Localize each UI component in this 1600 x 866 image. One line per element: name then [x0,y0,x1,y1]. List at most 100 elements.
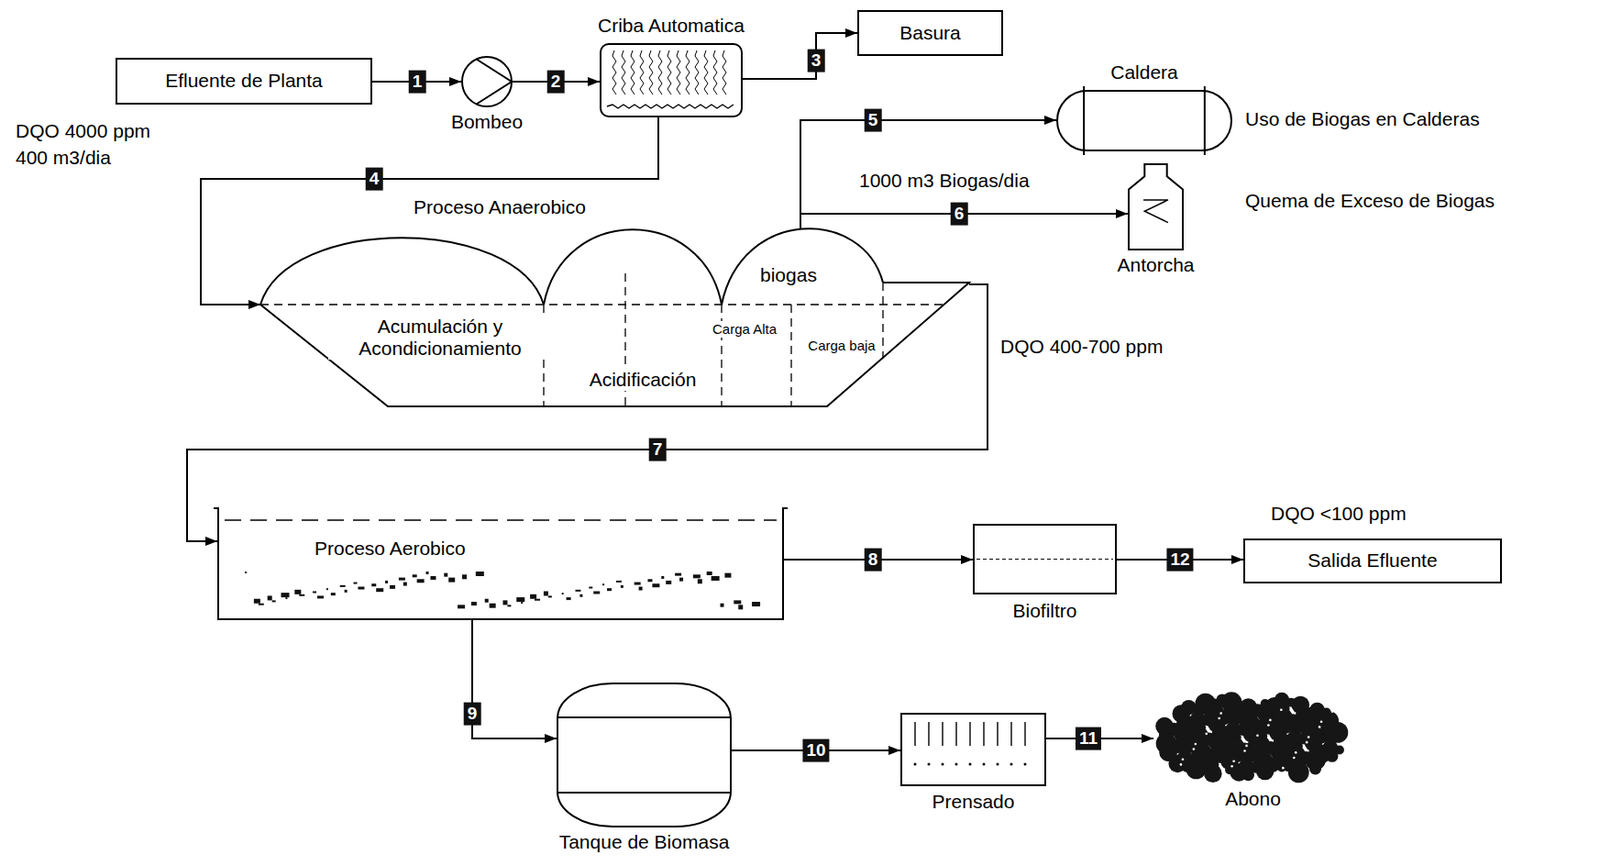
compost-speck [1194,742,1198,746]
sludge-floc [516,596,525,602]
pump-symbol: Bombeo [461,55,513,108]
sludge-floc [448,577,455,583]
screen-bar [713,50,718,95]
compost-clump [1156,732,1178,754]
compost-clump [1225,705,1238,718]
outlet-box: Salida Efluente [1243,538,1502,584]
compost-speck [1181,758,1185,762]
sludge-floc [639,586,643,591]
compost-speck [1305,740,1309,744]
lagoon-zone: Acidificación [555,364,730,396]
sludge-floc [620,584,624,588]
press-plate [996,721,998,746]
compost-speck [1204,732,1208,736]
callout-number: 3 [807,49,826,73]
press-drain [927,762,931,766]
compost-clump [1309,746,1319,756]
screen-bar [658,50,663,95]
boiler-head [1082,86,1085,155]
compost-speck [1245,744,1248,748]
press-drain [1024,762,1027,766]
shape-outline [972,523,1117,595]
press-frame [901,713,1046,785]
gas-dome [543,229,722,305]
annotation-label: DQO 4000 ppm [15,120,151,143]
compost-clump [1155,717,1174,736]
compost-speck [1180,762,1183,766]
pipe-connector [742,33,858,79]
flare-burner [1143,199,1169,223]
vessel-seam [558,791,730,794]
compost-clump [1287,729,1303,745]
press-plate [982,721,984,746]
node-text: Caldera [1110,61,1179,84]
compost-speck [1192,747,1196,751]
screen-housing [600,44,742,117]
callout-number: 6 [950,202,969,226]
compost-clump [1260,698,1270,708]
compost-clump [1274,707,1293,727]
compost-clump [1323,739,1338,755]
compost-speck [1292,756,1296,760]
sludge-floc [353,582,358,585]
compost-illustration: Abono [1153,692,1353,784]
compost-clump [1288,761,1310,784]
node-text: Salida Efluente [1307,549,1437,572]
node-text: Prensado [932,790,1016,813]
compost-clump [1191,727,1210,746]
shape-outline [900,712,1047,786]
sludge-floc [344,589,348,593]
sludge-floc [285,596,287,599]
sludge-floc [426,571,430,574]
sludge-floc [340,584,346,587]
compost-clump [1252,735,1271,754]
compost-clump [1212,727,1222,737]
shape-outline [556,682,732,828]
sludge-floc [389,584,396,589]
compost-clump [1203,763,1223,783]
screen-unit: Criba Automatica [599,43,743,118]
callout-number: 4 [365,167,384,191]
screen-bar [667,50,672,95]
sludge-floc [267,595,273,600]
sludge-floc [566,596,572,600]
sludge-floc [647,578,652,582]
sludge-floc [588,586,593,589]
compost-clump [1273,736,1283,746]
node-text: Bombeo [451,110,523,133]
compost-speck [1170,705,1174,708]
screen-bar [722,50,727,95]
shape-outline [461,55,513,108]
screen-bar [612,50,617,95]
node-text: Tanque de Biomasa [559,830,730,853]
compost-speck [1281,766,1285,770]
compost-clump [1322,723,1335,736]
vessel-shell [557,683,731,827]
press-drain [969,762,972,766]
compost-speck [1256,733,1259,737]
compost-clump [1177,749,1192,764]
annotation-label: biogas [760,264,817,287]
gas-dome [721,228,883,305]
callout-number: 9 [463,702,482,726]
sludge-floc [733,599,741,604]
callout-number: 7 [649,438,667,462]
sludge-floc [385,580,388,584]
compost-speck [1206,727,1210,730]
pump-impeller [476,59,512,105]
sludge-floc [471,601,477,606]
callout-number: 12 [1166,548,1193,572]
callout-number: 11 [1075,727,1102,751]
compost-clump [1287,745,1306,764]
press-drain [941,762,945,766]
sludge-floc [298,594,305,596]
lagoon-zone: Carga baja [794,332,888,358]
callout-number: 2 [547,70,565,94]
node-text: Abono [1224,787,1281,810]
compost-speck [1307,735,1311,739]
compost-speck [1219,711,1223,715]
sludge-floc [475,571,485,576]
sludge-floc [574,589,581,592]
node-text: Efluente de Planta [165,69,323,92]
